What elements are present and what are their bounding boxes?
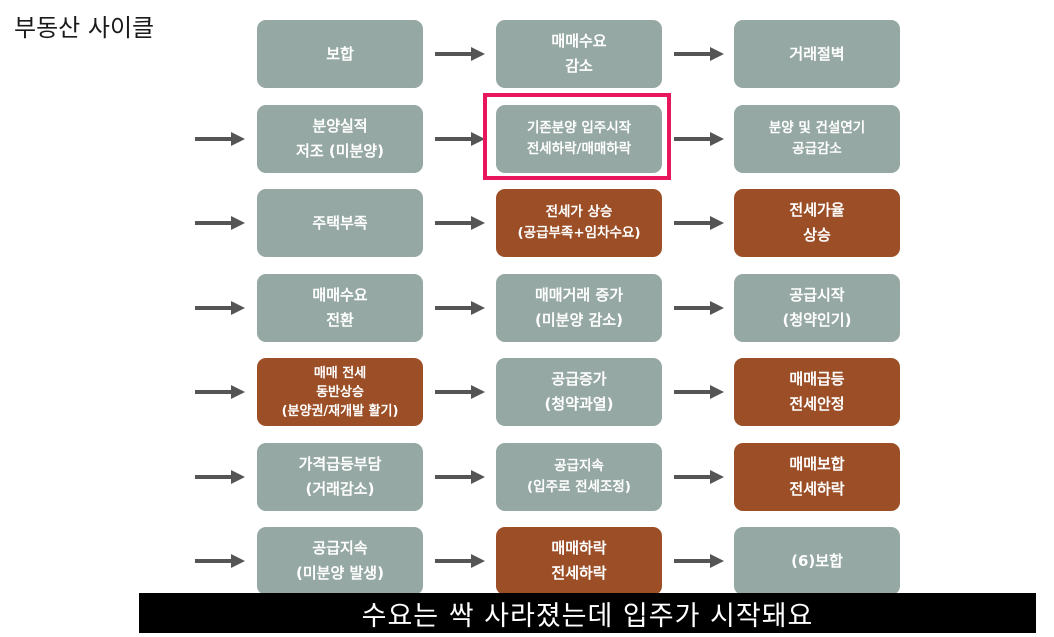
flow-arrow	[435, 385, 485, 399]
flow-arrow	[435, 216, 485, 230]
stage-label-line: 공급지속	[554, 457, 604, 474]
flow-arrow	[674, 300, 724, 315]
flow-arrow	[435, 554, 485, 568]
flow-arrow	[674, 131, 724, 146]
flow-arrow	[674, 47, 724, 61]
stage-label-line: (거래감소)	[305, 479, 375, 498]
stage-label-line: 전세가 상승	[545, 204, 613, 220]
stage-label-line: 공급감소	[792, 140, 842, 157]
flow-arrow	[195, 216, 245, 230]
flow-arrow	[674, 385, 724, 399]
stage-label-line: 저조 (미분양)	[296, 141, 384, 160]
stage-label-line: 상승	[803, 226, 831, 244]
flow-arrow	[195, 300, 245, 315]
stage-label-line: 매매수요	[312, 285, 368, 304]
flow-arrow	[435, 469, 485, 484]
stage-label-line: (분양권/재개발 활기)	[281, 403, 399, 419]
cycle-stage-box: 매매거래 증가 (미분양 감소)	[496, 273, 662, 342]
cycle-stage-box: 공급시작 (청약인기)	[734, 273, 900, 342]
cycle-stage-box: 전세가 상승 (공급부족+임차수요)	[496, 189, 662, 257]
stage-label-line: 전환	[326, 310, 354, 329]
stage-label-line: 매매수요	[551, 32, 607, 50]
stage-label-line: 전세하락	[551, 564, 607, 582]
stage-label-line: 분양 및 건설연기	[768, 119, 866, 136]
stage-label-line: (6)보합	[791, 551, 843, 570]
flow-arrow	[435, 131, 485, 146]
stage-label-line: 동반상승	[316, 384, 364, 400]
stage-label-line: 전세하락/매매하락	[526, 140, 632, 157]
stage-label-line: (청약인기)	[782, 310, 852, 329]
flow-arrow	[195, 469, 245, 484]
stage-label-line: 공급증가	[551, 370, 607, 388]
stage-label-line: 매매급등	[789, 370, 845, 388]
page-title: 부동산 사이클	[14, 14, 155, 42]
stage-label-line: 보합	[326, 44, 354, 63]
stage-label-line: 매매거래 증가	[534, 285, 624, 304]
stage-label-line: 감소	[565, 57, 593, 75]
stage-label-line: 매매보합	[789, 454, 845, 473]
stage-label-line: 주택부족	[312, 213, 368, 232]
stage-label-line: 가격급등부담	[298, 454, 382, 473]
stage-label-line: 거래절벽	[789, 44, 845, 63]
flow-arrow	[435, 47, 485, 61]
stage-label-line: (입주로 전세조정)	[527, 478, 631, 495]
stage-label-line: 공급지속	[312, 539, 368, 557]
stage-label-line: (공급부족+임차수요)	[517, 225, 641, 241]
subtitle-bar: 수요는 싹 사라졌는데 입주가 시작돼요	[139, 593, 1036, 633]
flow-arrow	[674, 554, 724, 568]
flow-arrow	[195, 385, 245, 399]
cycle-stage-box: 주택부족	[257, 189, 423, 257]
stage-label-line: 매매 전세	[313, 365, 367, 381]
flow-arrow	[195, 554, 245, 568]
stage-label-line: 전세하락	[789, 479, 845, 498]
stage-label-line: 분양실적	[312, 116, 368, 135]
cycle-stage-box: 거래절벽	[734, 20, 900, 88]
stage-label-line: (미분양 감소)	[535, 310, 623, 329]
flow-arrow	[674, 216, 724, 230]
flow-arrow	[674, 469, 724, 484]
cycle-stage-box: (6)보합	[734, 527, 900, 595]
subtitle-text: 수요는 싹 사라졌는데 입주가 시작돼요	[361, 600, 814, 632]
cycle-stage-box: 공급지속 (입주로 전세조정)	[496, 442, 662, 511]
stage-label-line: 매매하락	[551, 539, 607, 557]
stage-label-line: 기존분양 입주시작	[526, 119, 632, 136]
stage-label-line: (청약과열)	[544, 395, 614, 413]
cycle-stage-box: 공급지속 (미분양 발생)	[257, 527, 423, 595]
stage-label-line: 전세안정	[789, 395, 845, 413]
cycle-stage-box: 공급증가 (청약과열)	[496, 358, 662, 426]
flow-arrow	[195, 131, 245, 146]
cycle-stage-box: 가격급등부담 (거래감소)	[257, 442, 423, 511]
highlight-frame	[483, 93, 671, 180]
cycle-stage-box: 보합	[257, 20, 423, 88]
stage-label-line: 공급시작	[789, 285, 845, 304]
flow-arrow	[435, 300, 485, 315]
stage-label-line: 전세가율	[789, 201, 845, 219]
stage-label-line: (미분양 발생)	[296, 564, 384, 582]
